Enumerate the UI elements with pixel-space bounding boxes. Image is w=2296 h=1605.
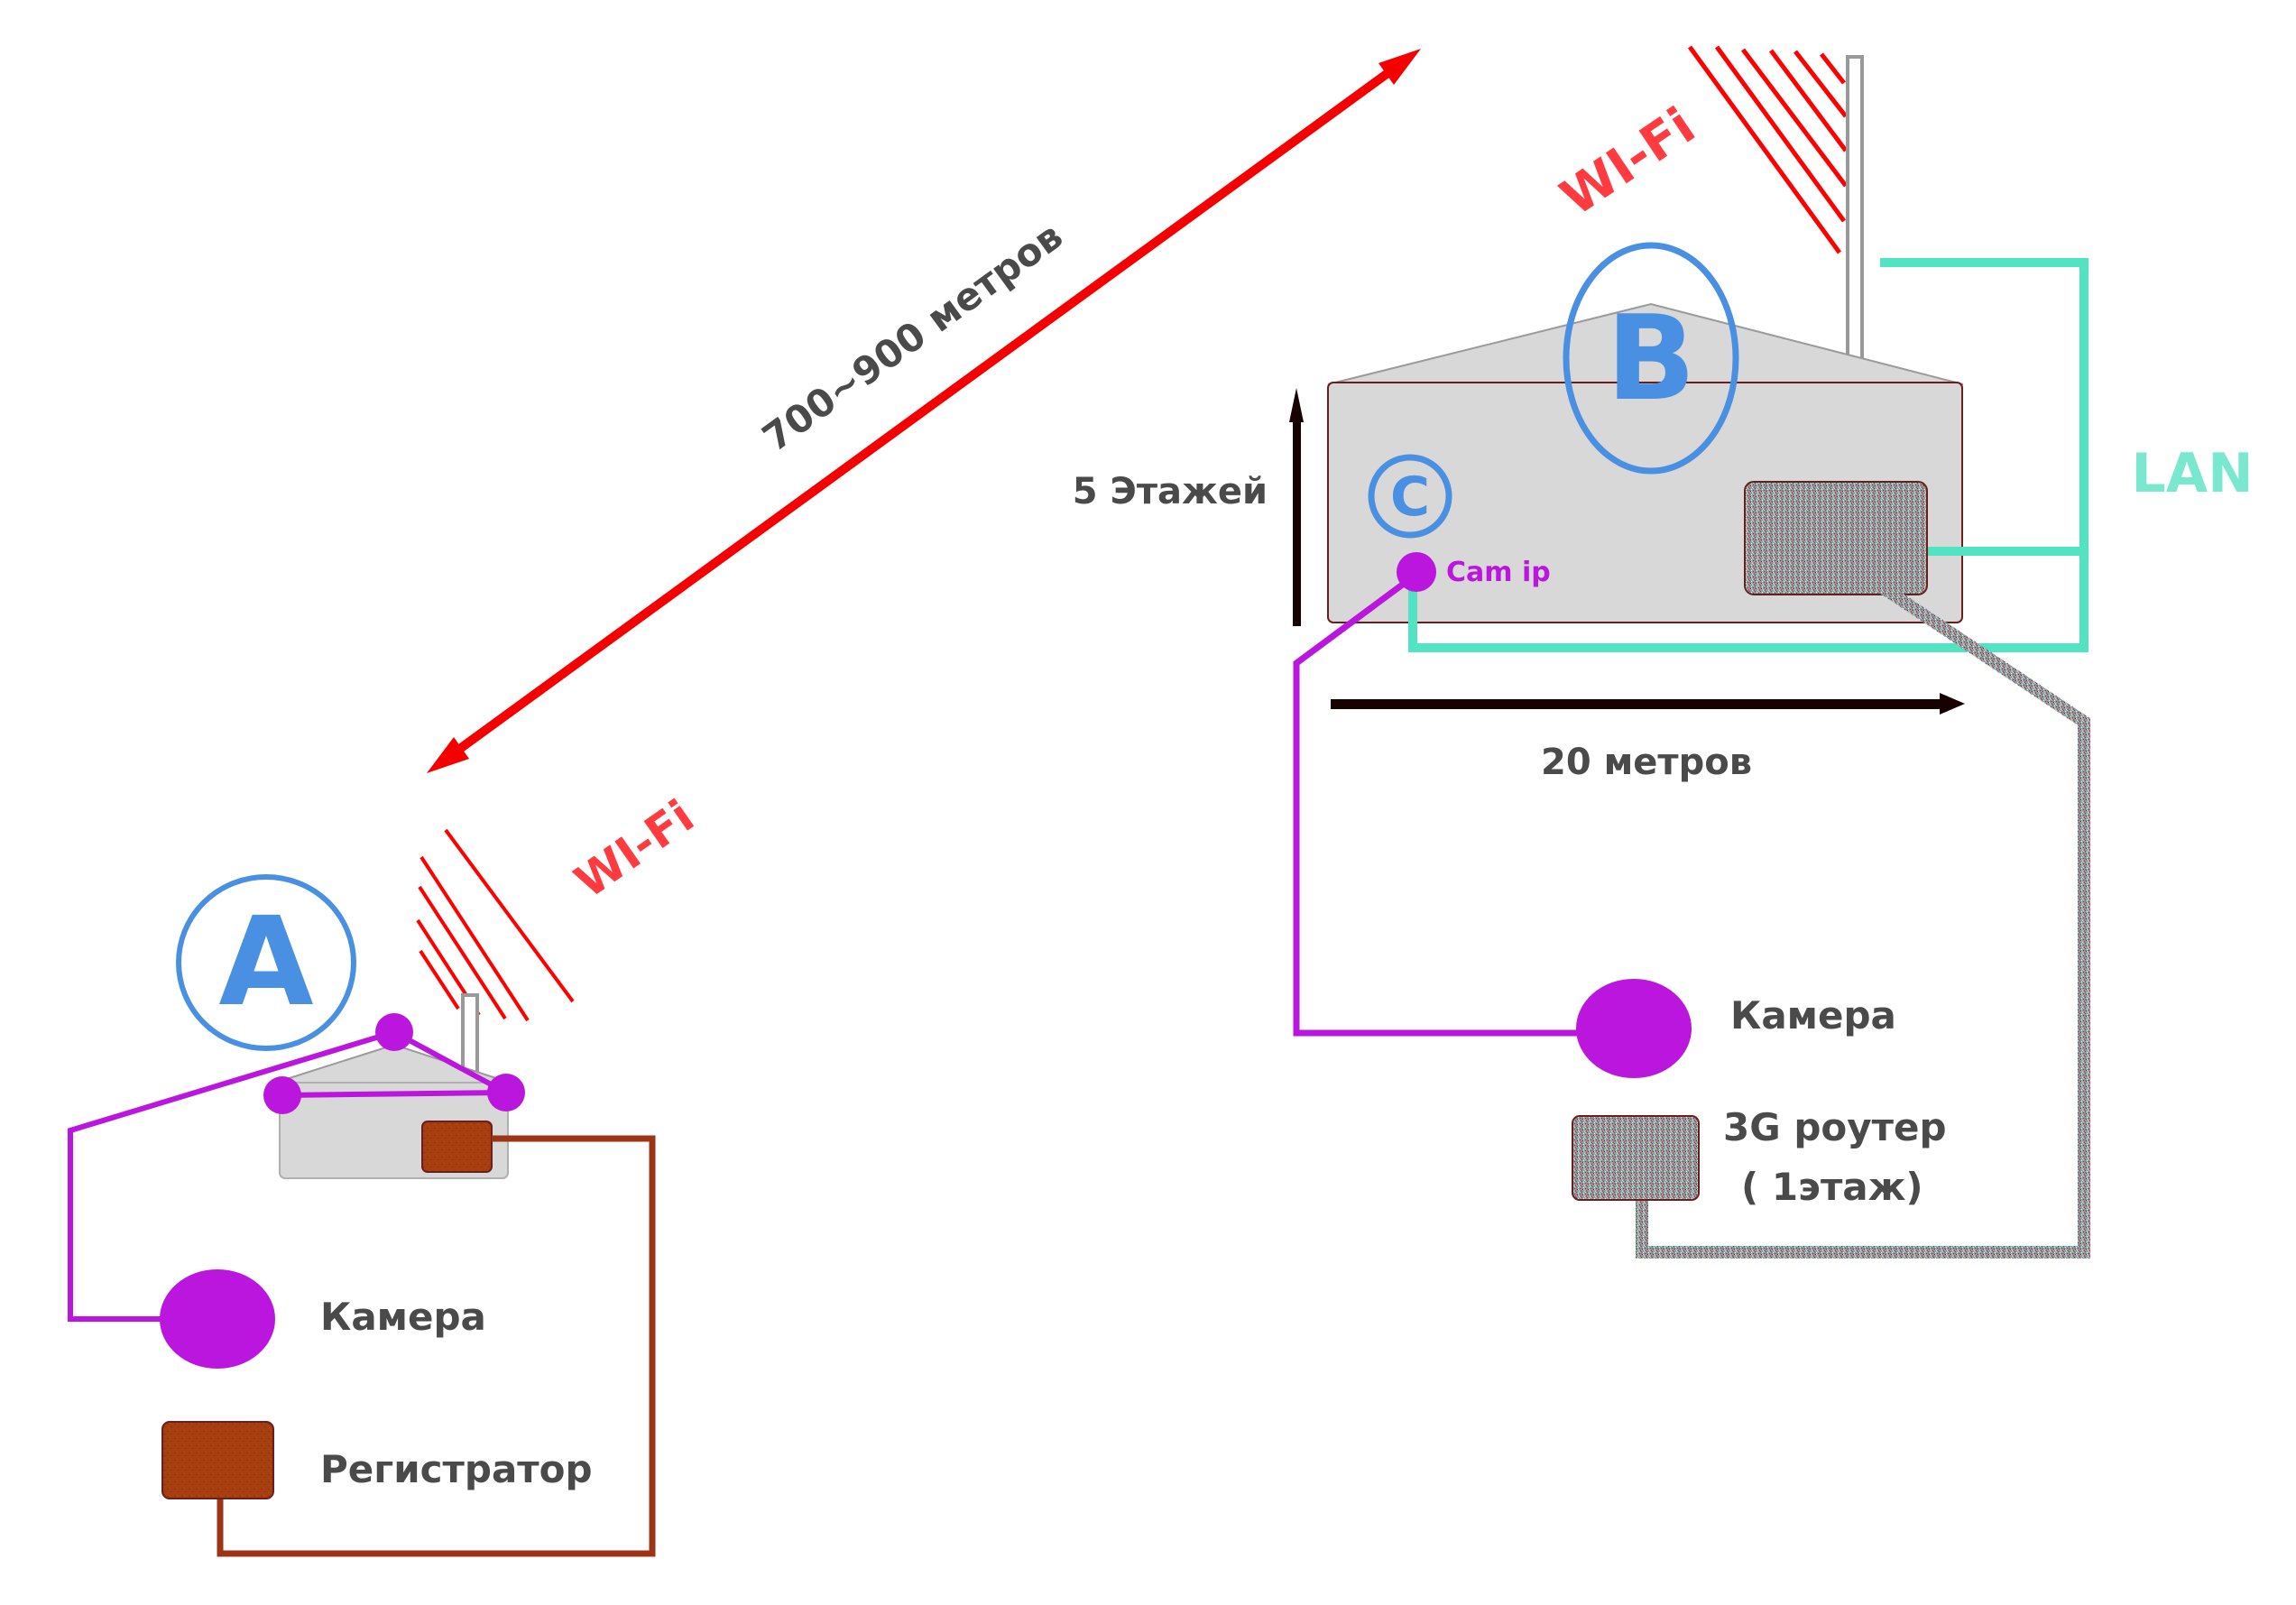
recorder-cable: [217, 1135, 656, 1557]
site-a-marker: A: [176, 874, 356, 1051]
lan-label: LAN: [2132, 442, 2254, 505]
camera-a-icon: [160, 1269, 275, 1369]
recorder-a-label: Регистратор: [320, 1447, 593, 1491]
camera-b-icon: [1576, 979, 1692, 1078]
wifi-link-arrow: [427, 49, 1421, 773]
camera-a-cable: [68, 1029, 508, 1322]
site-c-letter: C: [1390, 466, 1430, 529]
3g-router-label: 3G роутер: [1723, 1105, 1947, 1149]
floors-dimension-arrow: [1289, 388, 1304, 626]
3g-router-icon: [1572, 1115, 1700, 1201]
width-dimension-arrow: [1331, 693, 1965, 715]
recorder-a-internal: [421, 1121, 493, 1173]
site-b-letter: B: [1606, 290, 1695, 427]
camera-a-node-right: [487, 1074, 525, 1112]
floors-label: 5 Этажей: [1073, 471, 1268, 512]
camera-a-node-left: [263, 1076, 301, 1114]
camera-b-label: Камера: [1730, 993, 1896, 1038]
recorder-a-icon: [161, 1421, 274, 1499]
3g-cable: [1636, 581, 2090, 1259]
wifi-signal-b-icon: [1687, 45, 1849, 254]
camera-a-label: Камера: [320, 1295, 486, 1339]
wifi-signal-a-icon: [416, 828, 575, 1022]
camera-b-cable: [1293, 573, 1588, 1037]
wifi-label-b: WI-Fi: [1551, 97, 1706, 227]
cam-ip-label: Cam ip: [1446, 557, 1551, 588]
site-a-letter: A: [218, 891, 313, 1034]
antenna-a: [461, 993, 479, 1078]
3g-router-floor-label: ( 1этаж): [1741, 1165, 1923, 1209]
site-c-marker: C: [1368, 454, 1452, 539]
site-b-marker: B: [1563, 242, 1739, 475]
router-b-internal: [1744, 481, 1928, 595]
wifi-label-a: WI-Fi: [566, 790, 704, 909]
camera-a-node-top: [375, 1013, 413, 1051]
antenna-b: [1846, 55, 1864, 361]
width-label: 20 метров: [1541, 742, 1752, 783]
